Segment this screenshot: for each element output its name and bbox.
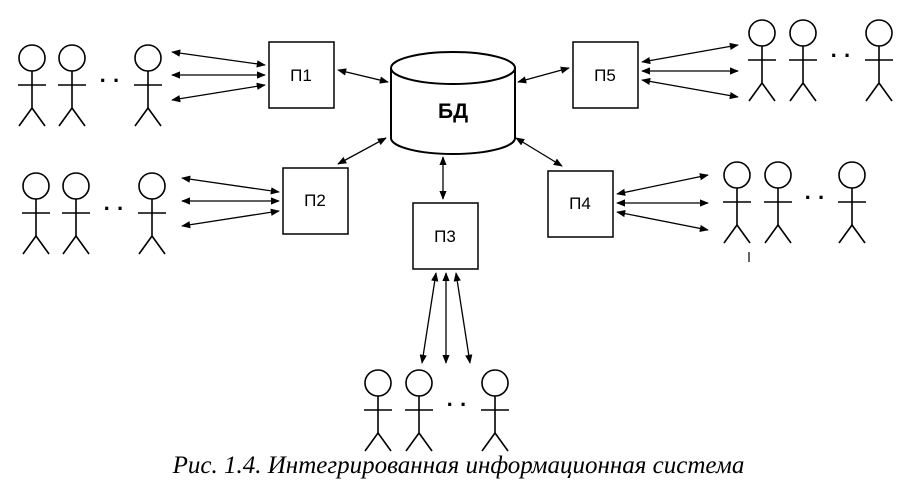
process-box-p3: П3 [412,202,479,270]
arrow-g1-p1 [171,82,266,103]
ellipsis-2: · · [104,196,125,221]
arrow-p5-db [517,66,570,84]
process-label-p3: П3 [434,227,456,246]
user-group-4: · · [722,161,867,262]
user-actor-icon [747,19,777,102]
user-actor-icon [722,161,752,244]
user-group-1: · · [17,44,163,127]
user-actor-icon [137,172,167,255]
arrow-g4-p4 [616,210,709,232]
user-actor-icon [17,44,47,127]
user-actor-icon [363,369,393,452]
ellipsis-1: · · [100,68,121,93]
process-box-p5: П5 [572,41,639,109]
user-actor-icon [480,369,510,452]
database-cylinder: БД [390,51,516,155]
user-group-3: · · [363,369,510,452]
database-label: БД [438,100,468,123]
user-actor-icon [788,19,818,102]
user-actor-icon [763,161,793,244]
user-group-5: · · [747,19,894,102]
user-actor-icon [57,44,87,127]
process-label-p5: П5 [594,66,616,85]
arrow-g1-p1 [171,49,266,68]
ellipsis-4: · · [805,185,826,210]
process-label-p2: П2 [304,191,326,210]
process-box-p2: П2 [282,167,349,235]
user-actor-icon [837,161,867,244]
arrow-p2-db [337,137,387,165]
arrow-g3-p3 [453,272,473,364]
arrow-p1-db [337,68,389,84]
arrow-g5-p5 [641,77,739,100]
arrow-g3-p3 [419,272,439,364]
user-actor-icon [61,172,91,255]
process-box-p1: П1 [268,41,335,109]
user-actor-icon [404,369,434,452]
process-label-p4: П4 [569,194,591,213]
arrow-p4-db [515,137,563,167]
user-actor-icon [21,172,51,255]
figure-caption: Рис. 1.4. Интегрированная информационная… [172,452,745,479]
user-group-2: · · [21,172,167,255]
ellipsis-5: · · [831,43,852,68]
arrow-g2-p2 [181,175,280,195]
arrow-g2-p2 [181,208,280,229]
arrow-g4-p4 [616,173,709,196]
process-label-p1: П1 [290,66,312,85]
user-actor-icon [133,44,163,127]
process-box-p4: П4 [547,170,614,238]
arrow-g5-p5 [641,42,739,65]
ellipsis-3: · · [447,392,468,417]
user-actor-icon [864,19,894,102]
